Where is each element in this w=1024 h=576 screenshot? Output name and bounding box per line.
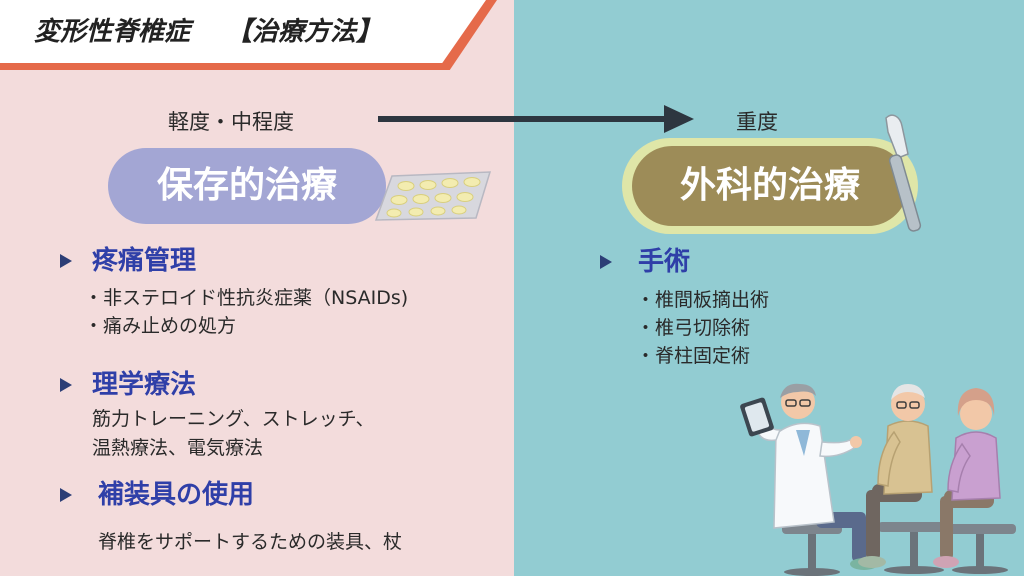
title-sub: 【治療方法】 [226, 17, 383, 47]
list-item: ・椎弓切除術 [636, 317, 751, 339]
severity-arrow-shaft [378, 116, 668, 122]
doctor-figure [740, 383, 878, 576]
scalpel-icon [885, 114, 922, 232]
surgical-treatment-pill: 外科的治療 [632, 146, 908, 226]
list-item: ・痛み止めの処方 [84, 315, 237, 337]
bullet-triangle-icon [60, 378, 72, 392]
section-heading-pain-management: 疼痛管理 [92, 246, 197, 276]
list-item: 脊椎をサポートするための装具、杖 [98, 531, 403, 553]
severity-severe-label: 重度 [736, 110, 778, 134]
doctor-and-patients-illustration [740, 383, 1016, 576]
bullet-triangle-icon [60, 254, 72, 268]
right-panel [514, 0, 1024, 576]
title-banner [0, 0, 486, 63]
elderly-man-figure [858, 384, 950, 574]
bullet-triangle-icon [60, 488, 72, 502]
pill-pack-icon [374, 171, 492, 221]
left-panel [0, 0, 514, 576]
arrow-right-icon [664, 105, 694, 133]
list-item: 筋力トレーニング、ストレッチ、 [92, 408, 375, 430]
list-item: ・脊柱固定術 [636, 345, 751, 367]
list-item: ・椎間板摘出術 [636, 289, 770, 311]
title-main: 変形性脊椎症 [34, 17, 191, 47]
section-heading-orthotics: 補装具の使用 [98, 480, 255, 510]
page-title: 変形性脊椎症 【治療方法】 [34, 9, 382, 55]
elderly-woman-figure [933, 388, 1016, 574]
section-heading-surgery: 手術 [638, 247, 691, 277]
bullet-triangle-icon [600, 255, 612, 269]
severity-mild-label: 軽度・中程度 [168, 110, 294, 134]
section-heading-physical-therapy: 理学療法 [92, 370, 197, 400]
conservative-treatment-pill: 保存的治療 [108, 148, 386, 224]
list-item: ・非ステロイド性抗炎症薬（NSAIDs) [84, 287, 409, 309]
list-item: 温熱療法、電気療法 [92, 437, 264, 459]
